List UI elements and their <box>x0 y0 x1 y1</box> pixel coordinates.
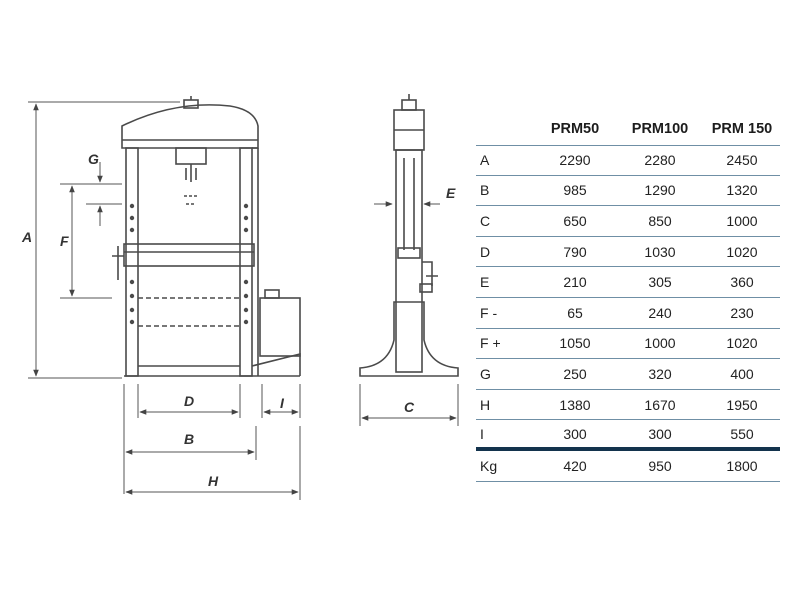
label-I: I <box>280 395 285 411</box>
cell-value: 790 <box>563 243 587 260</box>
header-prm100: PRM100 <box>631 121 689 137</box>
row-label: C <box>480 212 491 229</box>
row-label: F + <box>480 335 501 352</box>
cell-value: 65 <box>567 304 583 321</box>
cell-value: 2280 <box>644 152 676 169</box>
row-label: G <box>480 365 491 382</box>
cell-value: 550 <box>730 425 754 442</box>
row-label: A <box>480 152 490 169</box>
label-A: A <box>21 229 32 245</box>
label-G: G <box>88 151 99 167</box>
row-label: H <box>480 396 491 413</box>
cell-value: 1050 <box>559 335 591 352</box>
press-crown <box>121 104 259 149</box>
cell-value: 210 <box>563 274 587 291</box>
cell-value: 420 <box>563 457 587 474</box>
label-D: D <box>184 393 194 409</box>
specification-table: PRM50 PRM100 PRM 150 A 2290 2280 2450 B … <box>476 113 780 482</box>
column-holes <box>129 203 249 325</box>
cell-value: 230 <box>730 304 754 321</box>
cell-value: 250 <box>563 365 587 382</box>
label-C: C <box>404 399 415 415</box>
table-row: I 300 300 550 <box>476 420 780 451</box>
row-label: D <box>480 243 491 260</box>
cell-value: 240 <box>648 304 672 321</box>
cell-value: 2450 <box>726 152 758 169</box>
ram-cylinder <box>175 147 207 165</box>
side-view <box>359 94 459 377</box>
cell-value: 1030 <box>644 243 676 260</box>
row-label: I <box>480 425 484 442</box>
cell-value: 400 <box>730 365 754 382</box>
cell-value: 1020 <box>726 243 758 260</box>
label-E: E <box>446 185 456 201</box>
label-F: F <box>60 233 69 249</box>
row-label: F - <box>480 304 498 321</box>
cell-value: 985 <box>563 182 587 199</box>
table-row: F - 65 240 230 <box>476 298 780 329</box>
table-row: H 1380 1670 1950 <box>476 390 780 421</box>
cell-value: 1000 <box>726 212 758 229</box>
table-row: G 250 320 400 <box>476 359 780 390</box>
header-prm50: PRM50 <box>550 121 600 137</box>
table-row: C 650 850 1000 <box>476 206 780 237</box>
cell-value: 950 <box>648 457 672 474</box>
cell-value: 1670 <box>644 396 676 413</box>
winch-handle <box>112 246 124 280</box>
left-column <box>125 147 139 377</box>
cell-value: 1950 <box>726 396 758 413</box>
table-row: Kg 420 950 1800 <box>476 451 780 482</box>
side-base-foot <box>359 301 459 377</box>
front-view <box>112 96 301 377</box>
row-label: B <box>480 182 490 199</box>
cell-value: 850 <box>648 212 672 229</box>
cell-value: 1000 <box>644 335 676 352</box>
table-row: A 2290 2280 2450 <box>476 145 780 176</box>
cell-value: 2290 <box>559 152 591 169</box>
front-dimensions <box>28 101 301 500</box>
press-bed <box>123 243 255 267</box>
table-header: PRM50 PRM100 PRM 150 <box>476 113 780 145</box>
cell-value: 360 <box>730 274 754 291</box>
table-row: F + 1050 1000 1020 <box>476 329 780 360</box>
cell-value: 320 <box>648 365 672 382</box>
right-column <box>239 147 253 377</box>
label-B: B <box>184 431 194 447</box>
side-winch-crank <box>422 261 438 286</box>
cell-value: 1290 <box>644 182 676 199</box>
row-label: Kg <box>480 457 498 474</box>
table-row: B 985 1290 1320 <box>476 176 780 207</box>
side-column <box>395 149 423 373</box>
side-dimensions <box>359 201 459 426</box>
side-top-knob <box>401 99 417 111</box>
table-row: D 790 1030 1020 <box>476 237 780 268</box>
cell-value: 650 <box>563 212 587 229</box>
side-carriage <box>397 247 421 259</box>
cell-value: 1320 <box>726 182 758 199</box>
table-row: E 210 305 360 <box>476 267 780 298</box>
cell-value: 300 <box>563 425 587 442</box>
cell-value: 300 <box>648 425 672 442</box>
label-H: H <box>208 473 219 489</box>
header-prm150: PRM 150 <box>711 121 773 137</box>
cell-value: 1020 <box>726 335 758 352</box>
cell-value: 1800 <box>726 457 758 474</box>
pump-unit <box>259 297 301 357</box>
cell-value: 305 <box>648 274 672 291</box>
cell-value: 1380 <box>559 396 591 413</box>
pump-cap <box>264 289 280 299</box>
row-label: E <box>480 274 490 291</box>
